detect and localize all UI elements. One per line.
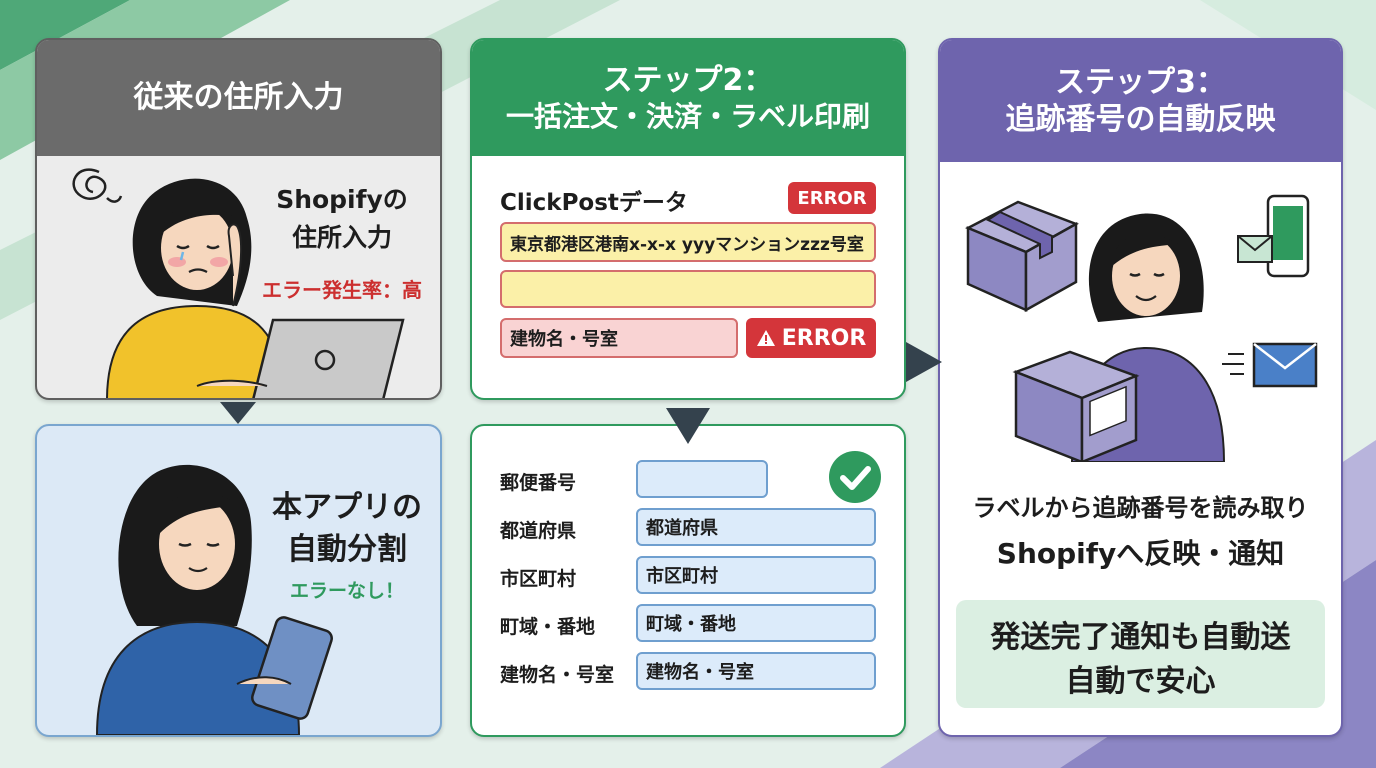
city-field[interactable]: 市区町村: [636, 556, 876, 594]
step3-header: ステップ3： 追跡番号の自動反映: [940, 40, 1341, 162]
prefecture-label: 都道府県: [500, 520, 577, 542]
current-caption-line1: Shopifyの: [276, 185, 408, 214]
address-field[interactable]: 東京都港区港南x-x-x yyyマンションzzz号室: [500, 222, 876, 262]
no-error-label: エラーなし！: [289, 580, 404, 602]
error-button[interactable]: ERROR: [746, 318, 876, 358]
woman-package-illustration: [965, 194, 1318, 462]
town-label: 町域・番地: [500, 616, 596, 638]
postal-code-label: 郵便番号: [500, 472, 577, 494]
auto-notify-box: 発送完了通知も自動送 自動で安心: [956, 600, 1325, 708]
step3-title-line2: 追跡番号の自動反映: [1005, 102, 1276, 137]
auto-notify-line2: 自動で安心: [1065, 664, 1216, 699]
building-label: 建物名・号室: [500, 664, 615, 686]
arrow-down-icon: [220, 402, 256, 424]
panel-current-title: 従来の住所入力: [37, 40, 440, 156]
panel-current-input: 従来の住所入力 Shopifyの 住所入力 エラー発生率：高: [35, 38, 442, 400]
mail-icon: [1237, 235, 1273, 263]
check-circle-icon: [829, 451, 881, 503]
step2-title-line1: ステップ2：: [602, 62, 774, 98]
smartphone-icon: [1266, 194, 1310, 278]
error-button-label: ERROR: [781, 325, 867, 351]
cardboard-box-icon: [965, 200, 1079, 313]
building-field[interactable]: 建物名・号室: [500, 318, 738, 358]
step3-title-line1: ステップ3：: [1055, 64, 1226, 100]
town-field[interactable]: 町域・番地: [636, 604, 876, 642]
dizzy-scribble-icon: [72, 168, 123, 203]
error-rate-label: エラー発生率：高: [262, 278, 422, 302]
error-badge: ERROR: [788, 182, 876, 214]
app-caption-line1: 本アプリの: [272, 490, 422, 525]
tablet-icon: [251, 616, 333, 720]
woman-tablet-illustration: [95, 464, 333, 735]
postal-code-field[interactable]: [636, 460, 768, 498]
laptop-icon: [252, 318, 405, 398]
arrow-right-icon: [906, 342, 942, 382]
city-label: 市区町村: [500, 568, 577, 590]
mail-icon-2: [1222, 342, 1318, 388]
empty-field[interactable]: [500, 270, 876, 308]
panel-step2: ステップ2： 一括注文・決済・ラベル印刷 ClickPostデータ ERROR …: [470, 38, 906, 400]
step2-header: ステップ2： 一括注文・決済・ラベル印刷: [472, 40, 904, 156]
auto-notify-line1: 発送完了通知も自動送: [990, 620, 1291, 655]
step3-desc-line1: ラベルから追跡番号を読み取り: [972, 494, 1309, 522]
panel-step3: ステップ3： 追跡番号の自動反映: [938, 38, 1343, 737]
panel-app-auto-split: 本アプリの 自動分割 エラーなし！: [35, 424, 442, 737]
arrow-down-icon-2: [666, 408, 710, 444]
panel-split-fields: 郵便番号 都道府県 都道府県 市区町村 市区町村 町域・番地 町域・番地 建物名…: [470, 424, 906, 737]
step2-title-line2: 一括注文・決済・ラベル印刷: [505, 100, 870, 134]
warning-triangle-icon: [756, 330, 775, 346]
app-caption-line2: 自動分割: [287, 532, 407, 567]
building-split-field[interactable]: 建物名・号室: [636, 652, 876, 690]
step3-desc-line2: Shopifyへ反映・通知: [996, 537, 1285, 570]
current-caption-line2: 住所入力: [291, 223, 392, 252]
clickpost-data-label: ClickPostデータ: [500, 190, 688, 216]
worried-woman-laptop-illustration: [72, 168, 405, 398]
prefecture-field[interactable]: 都道府県: [636, 508, 876, 546]
